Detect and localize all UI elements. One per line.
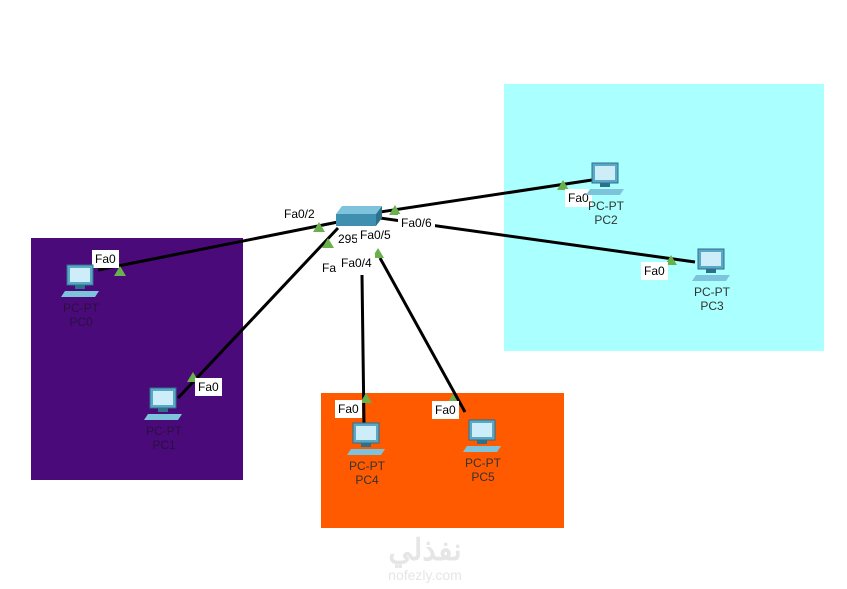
link-pc2[interactable]	[379, 178, 593, 214]
pc-name: PC1	[152, 438, 176, 452]
link-status-icon	[114, 266, 126, 276]
link-status-icon	[447, 394, 459, 404]
cyan-zone	[504, 84, 824, 351]
switch-label: 295	[338, 232, 359, 246]
pc-name: PC2	[594, 213, 618, 227]
pc3-port-label: Fa0	[641, 262, 668, 280]
link-status-icon	[322, 238, 334, 248]
link-pc5[interactable]	[378, 257, 467, 413]
pc0-port-label: Fa0	[92, 250, 119, 268]
pc-icon	[61, 264, 99, 297]
pc-name: PC4	[355, 473, 379, 487]
pc1[interactable]: PC-PT PC1	[134, 386, 194, 452]
link-status-icon	[389, 205, 401, 215]
pc-icon	[144, 387, 182, 420]
pc-type: PC-PT	[694, 285, 730, 299]
port-label-fa-partial: Fa	[322, 261, 337, 275]
pc2-port-label: Fa0	[565, 189, 592, 207]
pc4-port-label: Fa0	[335, 400, 362, 418]
watermark-arabic: نفذلي	[388, 534, 462, 567]
pc-icon	[692, 248, 730, 281]
port-label-fa0-2: Fa0/2	[281, 205, 318, 223]
pc-type: PC-PT	[63, 301, 99, 315]
watermark: نفذلي nofezly.com	[360, 534, 490, 584]
link-pc0[interactable]	[97, 220, 339, 272]
link-status-icon	[187, 372, 199, 382]
pc-name: PC5	[471, 470, 495, 484]
link-status-icon	[665, 255, 677, 265]
pc5[interactable]: PC-PT PC5	[453, 418, 513, 484]
pc-icon	[463, 419, 501, 452]
link-status-icon	[313, 222, 325, 232]
switch-device[interactable]	[334, 204, 384, 228]
pc2[interactable]: PC-PT PC2	[576, 161, 636, 227]
link-status-icon	[557, 180, 569, 190]
pc-type: PC-PT	[465, 456, 501, 470]
pc0[interactable]: PC-PT PC0	[51, 263, 111, 329]
pc-type: PC-PT	[349, 459, 385, 473]
link-pc1[interactable]	[176, 226, 340, 400]
pc-icon	[586, 162, 624, 195]
link-status-icon	[360, 393, 372, 403]
pc-icon	[347, 422, 385, 455]
pc-name: PC3	[700, 299, 724, 313]
pc-type: PC-PT	[146, 424, 182, 438]
pc3[interactable]: PC-PT PC3	[682, 247, 742, 313]
switch-icon	[336, 206, 382, 226]
port-label-fa0-5: Fa0/5	[357, 226, 394, 244]
purple-zone	[31, 238, 243, 480]
pc-name: PC0	[69, 315, 93, 329]
watermark-latin: nofezly.com	[388, 567, 462, 583]
pc-type: PC-PT	[588, 199, 624, 213]
pc4[interactable]: PC-PT PC4	[337, 421, 397, 487]
port-label-fa0-4: Fa0/4	[338, 254, 375, 272]
pc5-port-label: Fa0	[432, 401, 459, 419]
link-status-icon	[372, 248, 384, 258]
port-label-fa0-6: Fa0/6	[398, 214, 435, 232]
pc1-port-label: Fa0	[195, 378, 222, 396]
